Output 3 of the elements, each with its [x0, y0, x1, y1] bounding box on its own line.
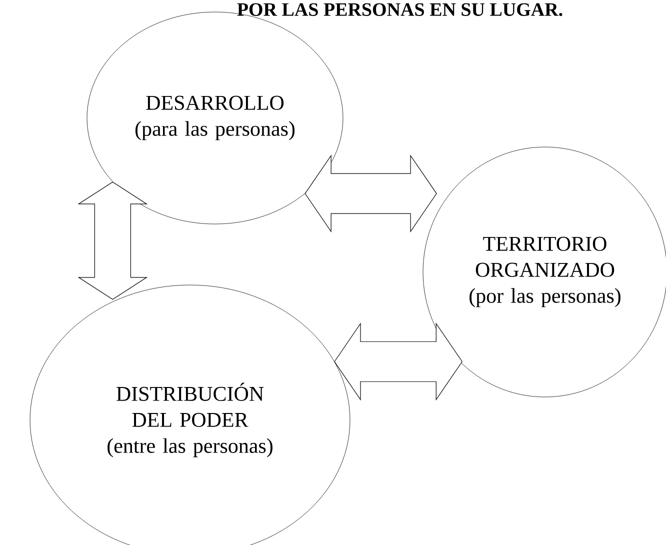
- double-arrow: [78, 182, 148, 300]
- double-arrow: [304, 154, 437, 233]
- double-arrow: [334, 322, 462, 401]
